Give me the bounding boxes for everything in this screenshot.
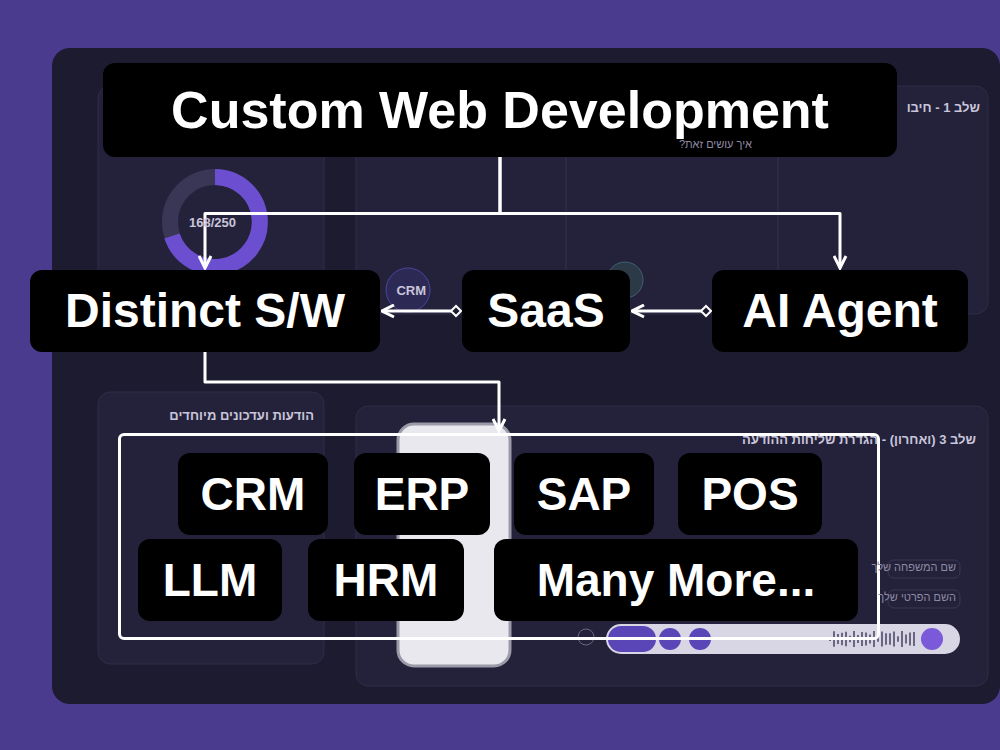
box-text: HRM (334, 557, 439, 603)
label-box: Many More... (494, 539, 858, 621)
progress-ring (170, 177, 260, 267)
wave-bar (885, 633, 887, 644)
box-text: SAP (537, 471, 632, 517)
box-text: ERP (375, 471, 470, 517)
wave-bar (909, 632, 911, 645)
ui-text: שם המשפחה שלך (872, 561, 957, 573)
wave-bar (905, 634, 907, 643)
ui-text: 168/250 (189, 215, 236, 230)
label-box: SaaS (462, 270, 630, 352)
title-box: Custom Web Development (103, 63, 897, 157)
box-text: Custom Web Development (171, 84, 829, 136)
label-box: POS (678, 453, 822, 535)
connector (500, 157, 840, 268)
ui-text: איך עושים זאת? (679, 138, 752, 150)
wave-bar (893, 631, 895, 646)
box-text: CRM (201, 471, 306, 517)
wave-bar (889, 633, 891, 644)
crm-icon (386, 268, 430, 312)
box-text: POS (701, 471, 798, 517)
label-box: HRM (308, 539, 464, 621)
mic-button (921, 628, 943, 650)
label-box: SAP (514, 453, 654, 535)
label-box: AI Agent (712, 270, 968, 352)
connector (382, 310, 456, 313)
dark-panel (52, 48, 1000, 704)
wave-bar (897, 636, 899, 641)
connector-tail (451, 306, 461, 316)
ui-text: שלב 3 (ואחרון) - הגדרת שליחות ההודעה (742, 432, 976, 447)
wave-bar (881, 631, 883, 646)
label-box: ERP (354, 453, 490, 535)
label-box: LLM (138, 539, 282, 621)
group-frame: CRM ERP SAP POS LLM HRM Many More... (118, 433, 880, 640)
ui-text: הודעות ועדכונים מיוחדים (169, 408, 314, 423)
ui-text: CRM (396, 283, 426, 298)
box-text: AI Agent (742, 287, 938, 335)
ui-text: שלב 1 - חיבו (907, 100, 980, 115)
label-box: CRM (178, 453, 328, 535)
connector-tail (701, 306, 711, 316)
wave-bar (913, 632, 915, 646)
ui-icon (578, 629, 594, 645)
box-text: SaaS (487, 287, 604, 335)
box-text: LLM (163, 557, 258, 603)
box-text: Many More... (537, 557, 816, 603)
connector (205, 157, 500, 268)
ui-text: השם הפרטי שלך (878, 591, 956, 603)
connector (632, 310, 706, 313)
wave-bar (901, 631, 903, 647)
box-text: Distinct S/W (65, 287, 345, 335)
label-box: Distinct S/W (30, 270, 380, 352)
progress-arc (172, 177, 260, 267)
